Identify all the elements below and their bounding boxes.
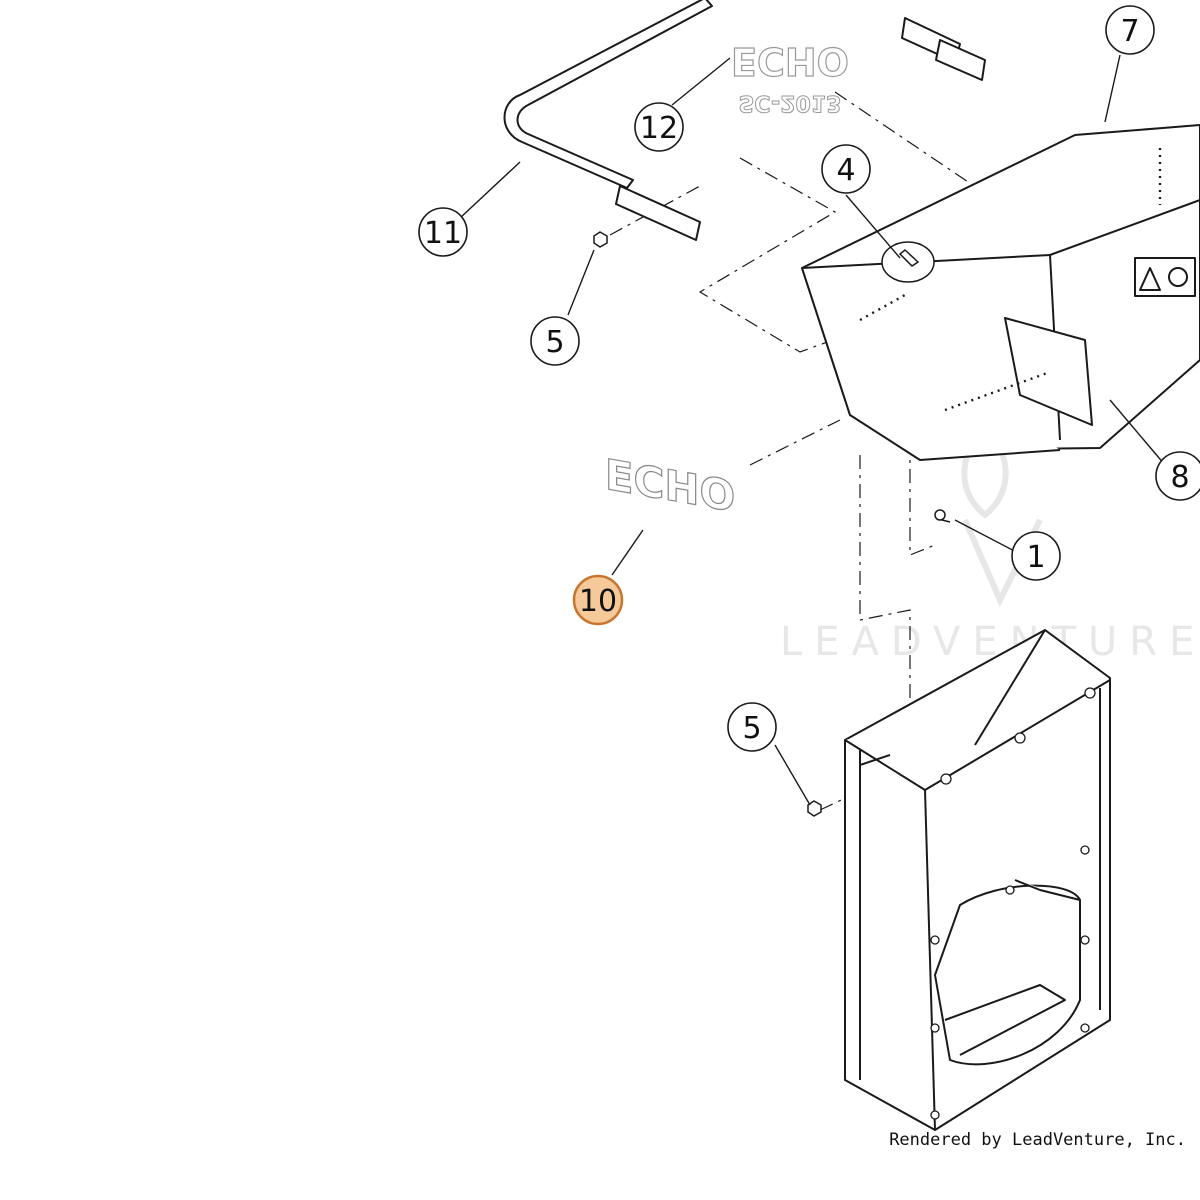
callout-12[interactable]: 12 [634, 102, 684, 152]
callout-4[interactable]: 4 [821, 144, 871, 194]
svg-text:10: 10 [579, 584, 617, 619]
echo-decal-front: ECHO [605, 450, 735, 522]
watermark: LEADVENTURE [780, 420, 1200, 665]
render-credit: Rendered by LeadVenture, Inc. [889, 1130, 1186, 1150]
callout-11[interactable]: 11 [418, 207, 468, 257]
svg-text:5: 5 [545, 325, 564, 360]
callout-5-lower[interactable]: 5 [727, 702, 777, 752]
nut-part-5-lower [807, 800, 822, 817]
svg-text:11: 11 [424, 216, 462, 251]
svg-text:8: 8 [1170, 460, 1189, 495]
screw-part-1 [934, 509, 951, 523]
nut-part-5-upper [593, 231, 608, 248]
model-decal-rear: SC-2013 [739, 90, 842, 115]
chute-part-8 [1004, 317, 1093, 426]
svg-text:12: 12 [640, 111, 678, 146]
decal-part-10: ECHO [604, 449, 736, 522]
bolt-part-4 [881, 241, 935, 283]
echo-decal-rear: ECHO [731, 39, 849, 83]
callout-8[interactable]: 8 [1155, 451, 1200, 501]
svg-text:1: 1 [1026, 540, 1045, 575]
callout-10-highlighted[interactable]: 10 [572, 574, 624, 626]
handle-part-11 [503, 0, 986, 241]
svg-text:5: 5 [742, 711, 761, 746]
callout-5-upper[interactable]: 5 [530, 316, 580, 366]
svg-text:7: 7 [1120, 14, 1139, 49]
leader-lines [459, 54, 1166, 806]
callout-1[interactable]: 1 [1011, 531, 1061, 581]
lower-housing [844, 629, 1111, 1131]
callout-7[interactable]: 7 [1105, 5, 1155, 55]
svg-text:4: 4 [836, 153, 855, 188]
housing-fasteners [930, 687, 1096, 1120]
watermark-text: LEADVENTURE [780, 619, 1200, 665]
hopper-dotted-lines [859, 148, 1162, 412]
decal-part-12: ECHO SC-2013 [730, 38, 849, 115]
